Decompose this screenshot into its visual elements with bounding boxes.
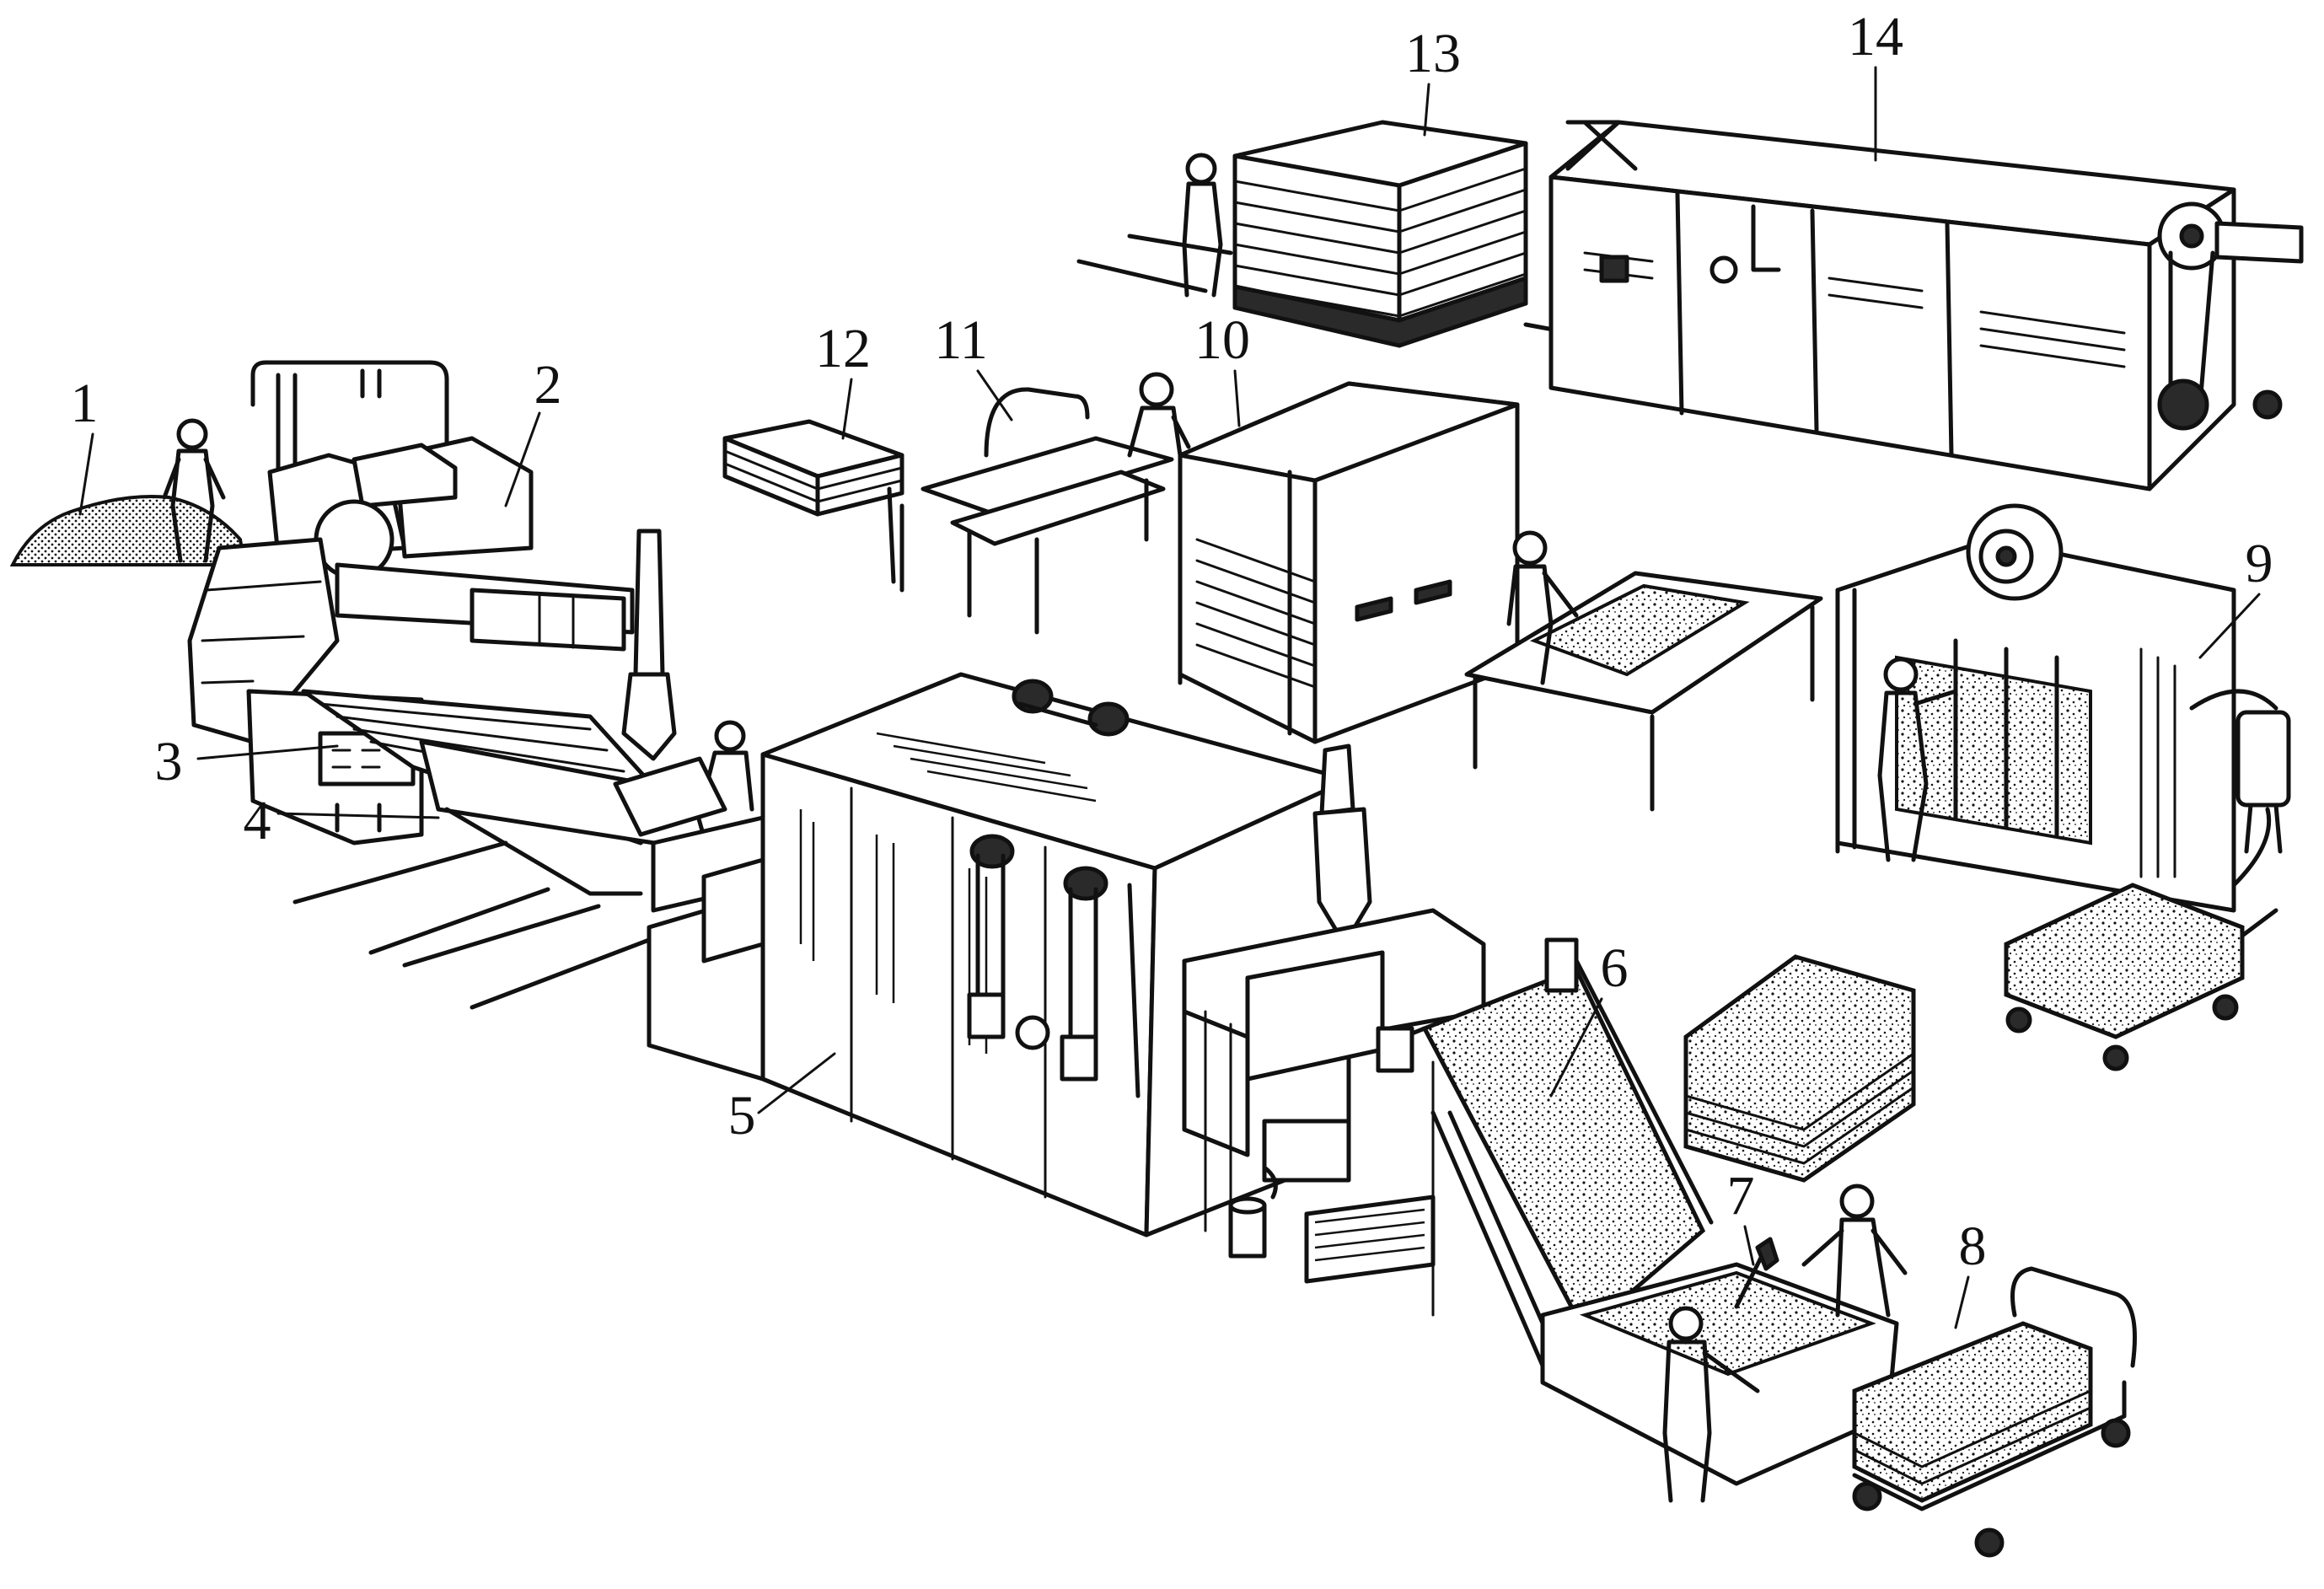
label-12: 12 bbox=[815, 318, 871, 379]
cutting-bench bbox=[899, 372, 1191, 635]
inclined-conveyor bbox=[1376, 937, 1899, 1486]
label-8: 8 bbox=[1959, 1216, 1987, 1277]
label-7: 7 bbox=[1727, 1165, 1755, 1227]
board-stack-middle bbox=[1683, 954, 1916, 1183]
part-number-labels: 1 2 3 4 5 6 7 8 9 10 11 12 13 14 bbox=[71, 6, 2273, 1277]
drive-belts bbox=[967, 834, 1141, 1098]
label-1: 1 bbox=[71, 373, 99, 434]
raw-material-pile bbox=[9, 418, 247, 566]
exhaust-duct bbox=[613, 529, 727, 837]
label-9: 9 bbox=[2246, 533, 2273, 594]
cyclone-separator bbox=[1312, 744, 1372, 947]
label-3: 3 bbox=[155, 731, 183, 792]
spray-booth bbox=[1835, 503, 2291, 913]
label-13: 13 bbox=[1405, 23, 1461, 84]
label-11: 11 bbox=[934, 309, 988, 371]
press-unit bbox=[1182, 908, 1486, 1317]
trimming-station bbox=[1662, 1184, 1908, 1503]
stacked-sheets bbox=[722, 419, 904, 584]
tunnel-dryer bbox=[1548, 120, 2304, 491]
inspection-table bbox=[1464, 530, 1823, 812]
machine-base-frame bbox=[187, 537, 424, 845]
board-trolley-right bbox=[2004, 883, 2278, 1071]
label-14: 14 bbox=[1848, 6, 1903, 67]
label-10: 10 bbox=[1194, 309, 1250, 371]
label-5: 5 bbox=[728, 1085, 756, 1146]
finished-board-trolley bbox=[1852, 1266, 2137, 1558]
layering-press bbox=[1178, 381, 1520, 744]
label-4: 4 bbox=[244, 790, 271, 851]
feeder-hoppers bbox=[250, 360, 635, 652]
callout-leaders bbox=[78, 66, 2261, 1329]
reel-pair-top bbox=[1012, 679, 1130, 737]
label-2: 2 bbox=[534, 354, 562, 416]
label-6: 6 bbox=[1601, 937, 1629, 999]
